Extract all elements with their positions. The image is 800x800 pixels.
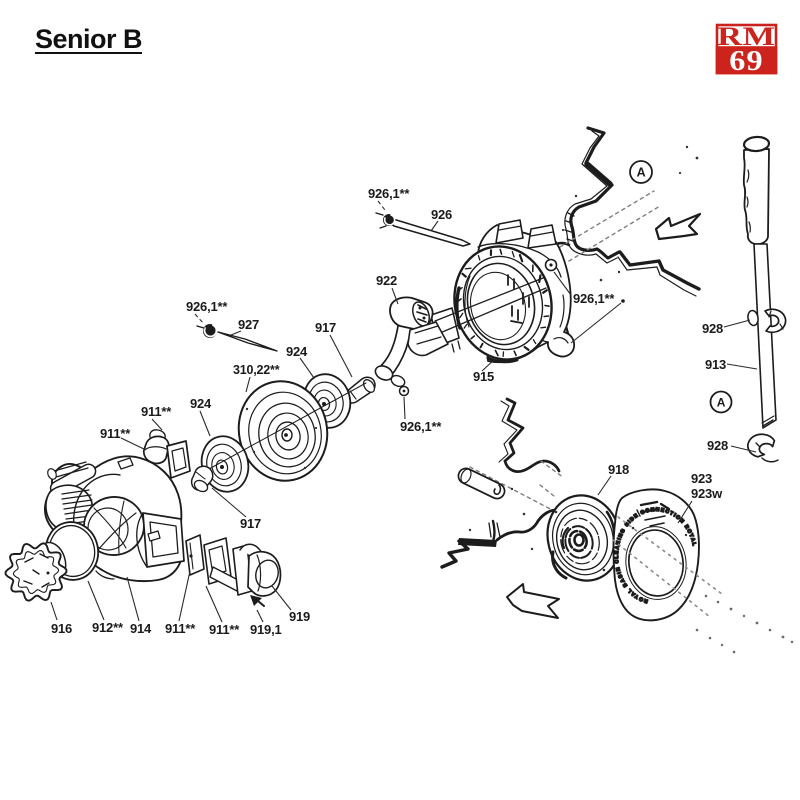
svg-text:923: 923: [691, 471, 712, 486]
svg-text:911**: 911**: [209, 622, 240, 637]
svg-text:911**: 911**: [165, 621, 196, 636]
svg-text:926,1**: 926,1**: [368, 186, 410, 201]
svg-text:923w: 923w: [691, 486, 723, 501]
svg-text:919: 919: [289, 609, 310, 624]
svg-text:914: 914: [130, 621, 152, 636]
svg-text:911**: 911**: [141, 404, 172, 419]
svg-text:927: 927: [238, 317, 259, 332]
svg-text:917: 917: [315, 320, 336, 335]
svg-text:926,1**: 926,1**: [573, 291, 615, 306]
svg-text:928: 928: [707, 438, 728, 453]
svg-text:917: 917: [240, 516, 261, 531]
svg-text:69: 69: [729, 45, 763, 77]
svg-text:916: 916: [51, 621, 72, 636]
svg-text:922: 922: [376, 273, 397, 288]
svg-text:926,1**: 926,1**: [186, 299, 228, 314]
svg-text:911**: 911**: [100, 426, 131, 441]
svg-text:928: 928: [702, 321, 723, 336]
svg-text:924: 924: [190, 396, 212, 411]
svg-text:926,1**: 926,1**: [400, 419, 442, 434]
svg-text:A: A: [637, 166, 646, 180]
svg-text:310,22**: 310,22**: [233, 363, 280, 377]
svg-text:919,1: 919,1: [250, 622, 282, 637]
svg-text:924: 924: [286, 344, 308, 359]
svg-text:913: 913: [705, 357, 726, 372]
svg-text:926: 926: [431, 207, 452, 222]
svg-text:912**: 912**: [92, 620, 124, 635]
svg-text:RM: RM: [717, 22, 775, 51]
svg-text:915: 915: [473, 369, 494, 384]
svg-text:918: 918: [608, 462, 629, 477]
svg-text:A: A: [717, 396, 726, 410]
